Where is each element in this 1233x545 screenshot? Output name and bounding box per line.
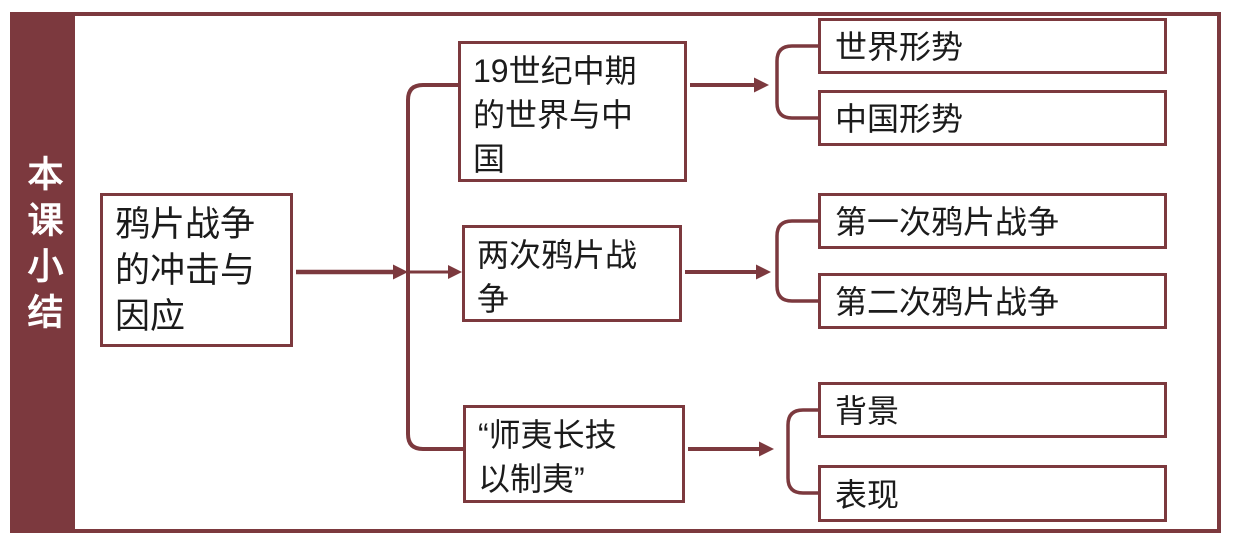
root-node: 鸦片战争 的冲击与 因应: [100, 193, 293, 347]
branch-node-world-and-china: 19世纪中期 的世界与中 国: [458, 41, 687, 182]
branch-node-learn-from-barbarians: “师夷长技 以制夷”: [463, 405, 685, 503]
leaf-node-first-opium-war: 第一次鸦片战争: [818, 193, 1167, 249]
sidebar-title-bar: 本课小结: [10, 12, 75, 533]
branch-node-two-opium-wars: 两次鸦片战 争: [462, 225, 682, 322]
leaf-node-background: 背景: [818, 382, 1167, 438]
sidebar-title: 本课小结: [22, 154, 64, 339]
leaf-node-manifestation: 表现: [818, 465, 1167, 522]
leaf-node-second-opium-war: 第二次鸦片战争: [818, 273, 1167, 329]
leaf-node-china-situation: 中国形势: [818, 90, 1167, 146]
leaf-node-world-situation: 世界形势: [818, 18, 1167, 74]
